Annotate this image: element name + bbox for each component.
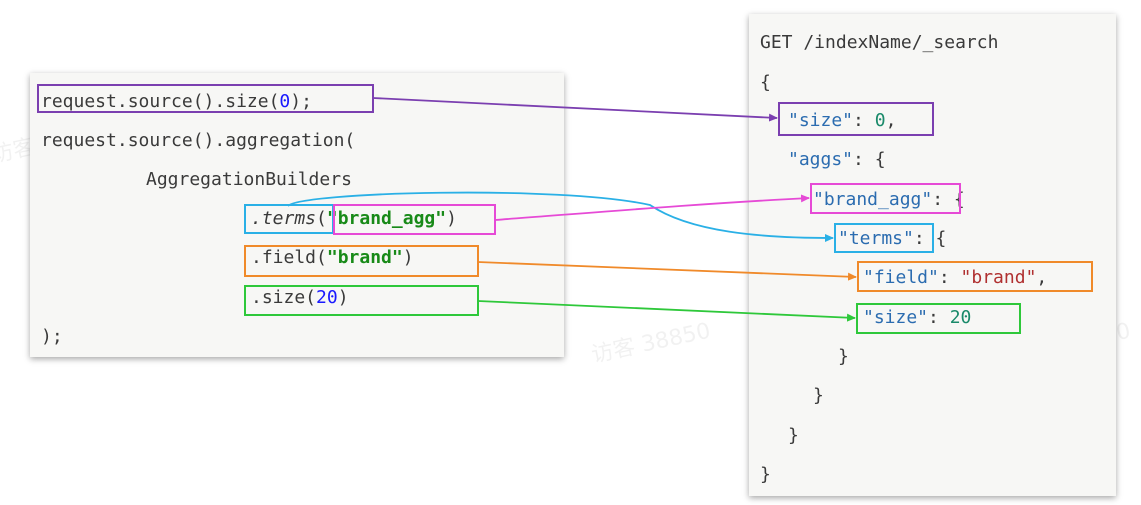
dsl-close-brand-agg: } bbox=[813, 385, 824, 406]
dsl-request-line: GET /indexName/_search bbox=[760, 32, 999, 53]
java-line-close: ); bbox=[41, 326, 63, 347]
dsl-aggs-line: "aggs": { bbox=[788, 149, 886, 170]
dsl-brand-agg-line: "brand_agg": { bbox=[813, 189, 965, 210]
dsl-close-root: } bbox=[760, 464, 771, 485]
dsl-field-line: "field": "brand", bbox=[863, 267, 1048, 288]
java-line-terms: .terms("brand_agg") bbox=[251, 208, 457, 229]
dsl-terms-line: "terms": { bbox=[838, 228, 947, 249]
java-line-size20: .size(20) bbox=[251, 287, 349, 308]
dsl-size20-line: "size": 20 bbox=[863, 307, 972, 328]
java-line-size: request.source().size(0); bbox=[41, 91, 312, 112]
java-line-field: .field("brand") bbox=[251, 247, 414, 268]
dsl-size-line: "size": 0, bbox=[788, 110, 897, 131]
dsl-close-aggs: } bbox=[788, 425, 799, 446]
watermark-text: 访客 38850 bbox=[589, 318, 713, 369]
java-code-panel: request.source().size(0); request.source… bbox=[30, 73, 564, 357]
dsl-open-brace: { bbox=[760, 72, 771, 93]
dsl-query-panel: GET /indexName/_search { "size": 0, "agg… bbox=[749, 14, 1116, 496]
dsl-close-terms: } bbox=[838, 346, 849, 367]
java-line-aggregation: request.source().aggregation( bbox=[41, 130, 356, 151]
java-line-builders: AggregationBuilders bbox=[146, 169, 352, 190]
